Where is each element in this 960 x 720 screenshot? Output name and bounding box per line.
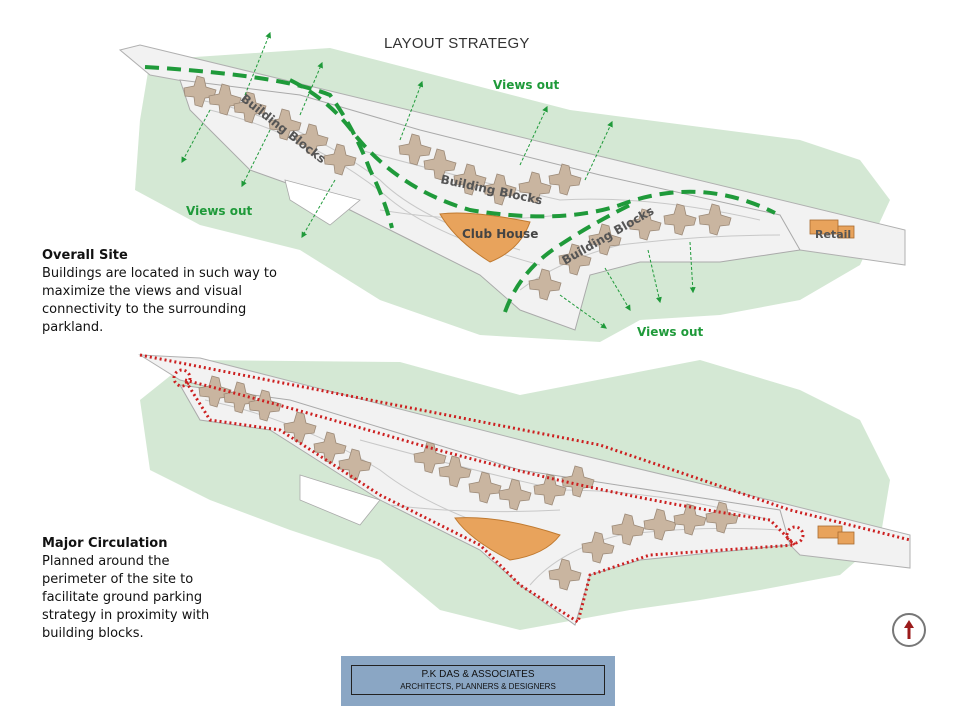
retail-building-bottom	[817, 525, 855, 545]
circulation-route	[139, 353, 911, 625]
retail-label: Retail	[815, 228, 851, 241]
firm-subtitle: ARCHITECTS, PLANNERS & DESIGNERS	[400, 682, 556, 691]
firm-title-block: P.K DAS & ASSOCIATES ARCHITECTS, PLANNER…	[341, 656, 615, 706]
views-out-label-top: Views out	[493, 78, 560, 92]
page-title: LAYOUT STRATEGY	[384, 35, 530, 52]
club-house-shape	[439, 212, 531, 263]
bottom-site-plan	[138, 353, 911, 630]
firm-title-frame: P.K DAS & ASSOCIATES ARCHITECTS, PLANNER…	[351, 665, 605, 695]
retail-building	[809, 219, 855, 239]
views-out-label-left: Views out	[186, 204, 253, 218]
firm-name: P.K DAS & ASSOCIATES	[421, 669, 535, 680]
major-circulation-description: Major Circulation Planned around the per…	[42, 535, 232, 643]
view-arrows	[181, 31, 696, 329]
north-arrow-icon	[892, 613, 926, 647]
club-house-label: Club House	[462, 227, 538, 241]
overall-site-description: Overall Site Buildings are located in su…	[42, 247, 282, 337]
club-house-shape-bottom	[454, 517, 561, 561]
overall-site-text: Buildings are located in such way to max…	[42, 266, 277, 335]
major-circulation-text: Planned around the perimeter of the site…	[42, 554, 210, 641]
top-site-plan: Building Blocks Building Blocks Building…	[118, 31, 906, 342]
major-circulation-heading: Major Circulation	[42, 536, 168, 551]
views-out-label-bottom: Views out	[637, 325, 704, 339]
overall-site-heading: Overall Site	[42, 248, 128, 263]
view-corridor-lines	[144, 65, 776, 313]
